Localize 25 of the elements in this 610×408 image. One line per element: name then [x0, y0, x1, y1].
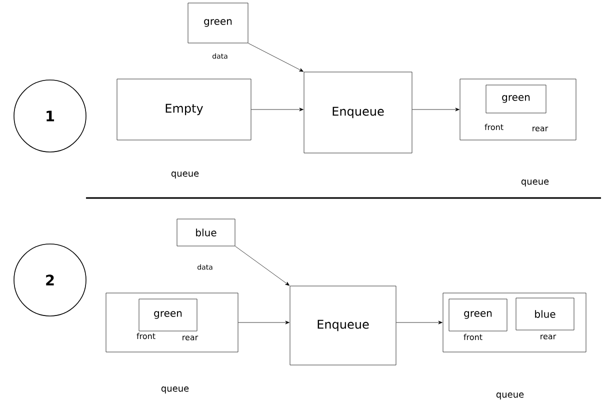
queue-box: Empty [116, 78, 252, 140]
arrow [412, 108, 460, 112]
arrow [251, 108, 304, 112]
value-box: green [188, 2, 248, 44]
rear-label: rear [540, 334, 556, 340]
value-box: green [486, 84, 546, 114]
arrow [235, 246, 290, 286]
queue-caption: queue [171, 172, 199, 178]
arrow [396, 320, 442, 324]
rear-label: rear [182, 336, 198, 340]
value-box: green [448, 298, 508, 332]
queue-caption: queue [496, 392, 524, 400]
front-label: front [484, 124, 504, 130]
operation-box: Enqueue [290, 286, 396, 366]
operation-box: Enqueue [304, 72, 412, 154]
value-box: blue [176, 218, 236, 246]
arrow [248, 43, 304, 72]
value-box: blue [516, 298, 574, 330]
queue-caption: queue [161, 386, 189, 394]
front-label: front [136, 332, 156, 340]
value-box: green [138, 298, 198, 332]
arrow [238, 320, 290, 324]
front-label: front [464, 334, 482, 340]
rear-label: rear [532, 126, 548, 132]
queue-caption: queue [521, 180, 549, 186]
